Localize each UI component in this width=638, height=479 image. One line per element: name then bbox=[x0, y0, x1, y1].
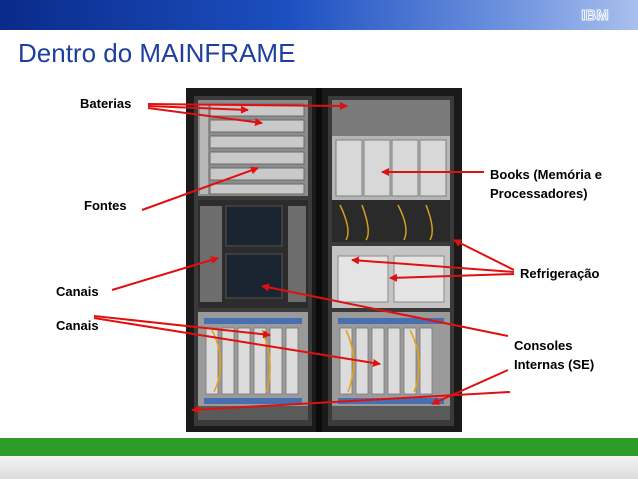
label-canais-1: Canais bbox=[56, 284, 99, 299]
arrow-refrig-3 bbox=[389, 273, 515, 282]
label-canais-2: Canais bbox=[56, 318, 99, 333]
label-consoles: Consoles Internas (SE) bbox=[514, 338, 595, 372]
header-bar: IBM bbox=[0, 0, 638, 30]
arrow-consoles bbox=[261, 283, 509, 337]
arrow-refrig-1 bbox=[453, 239, 515, 271]
arrow-baterias-1 bbox=[147, 101, 348, 110]
svg-text:IBM: IBM bbox=[581, 7, 609, 24]
label-baterias: Baterias bbox=[80, 96, 132, 111]
arrow-consoles-2 bbox=[431, 369, 509, 405]
label-fontes: Fontes bbox=[84, 198, 127, 213]
label-books: Books (Memória e Processadores) bbox=[490, 167, 602, 201]
footer-bar bbox=[0, 456, 638, 479]
arrow-baterias-2 bbox=[147, 105, 249, 114]
arrow-baterias-3 bbox=[147, 107, 263, 127]
footer-green-bar bbox=[0, 438, 638, 456]
arrow-bottom bbox=[191, 391, 511, 414]
arrow-canais-1 bbox=[111, 256, 219, 291]
arrow-canais-2b bbox=[93, 317, 381, 367]
arrow-refrig-2 bbox=[351, 256, 515, 273]
ibm-logo-icon: IBM bbox=[581, 7, 609, 24]
label-refrigeracao: Refrigeração bbox=[520, 266, 600, 281]
arrow-canais-2a bbox=[93, 315, 271, 339]
arrow-fontes bbox=[141, 166, 259, 211]
slide-title: Dentro do MAINFRAME bbox=[18, 38, 296, 68]
